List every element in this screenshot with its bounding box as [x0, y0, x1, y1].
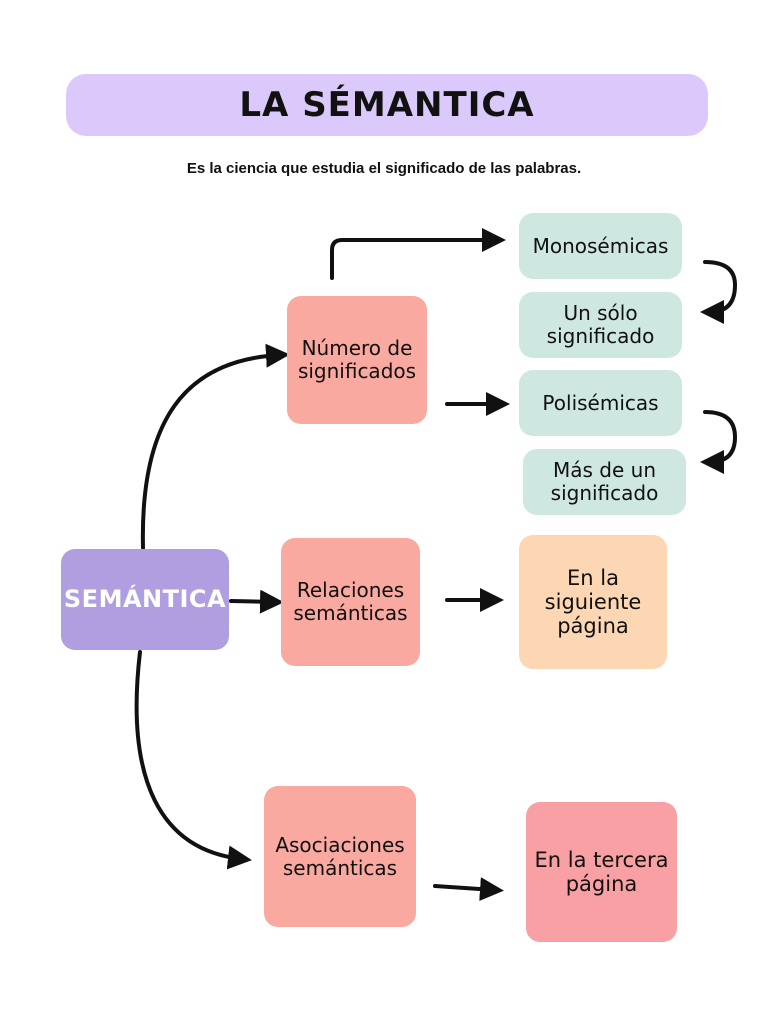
- arrow-center-to-relaciones: [229, 589, 284, 614]
- branch-relaciones-semanticas: Relaciones semánticas: [281, 538, 420, 666]
- arrow-center-to-asociaciones: [134, 650, 252, 870]
- central-concept-node: SEMÁNTICA: [61, 549, 229, 650]
- leaf-mas-de-un-significado: Más de un significado: [523, 449, 686, 515]
- arrow-numero-to-monosemicas: [330, 228, 506, 280]
- leaf-un-solo-significado: Un sólo significado: [519, 292, 682, 358]
- subtitle: Es la ciencia que estudia el significado…: [186, 160, 582, 177]
- page-title: LA SÉMANTICA: [239, 85, 535, 125]
- leaf-monosemicas: Monosémicas: [519, 213, 682, 279]
- title-banner: LA SÉMANTICA: [66, 74, 708, 136]
- branch-asociaciones-semanticas: Asociaciones semánticas: [264, 786, 416, 927]
- leaf-polisemicas: Polisémicas: [519, 370, 682, 436]
- leaf-siguiente-pagina: En la siguiente página: [519, 535, 667, 669]
- arrow-polisemicas-to-masde: [700, 410, 737, 474]
- arrow-asociaciones-to-tercera: [433, 877, 504, 902]
- leaf-tercera-pagina: En la tercera página: [526, 802, 677, 942]
- arrow-center-to-numero: [140, 343, 290, 550]
- arrow-monosemicas-to-unsolo: [700, 260, 737, 324]
- branch-numero-significados: Número de significados: [287, 296, 427, 424]
